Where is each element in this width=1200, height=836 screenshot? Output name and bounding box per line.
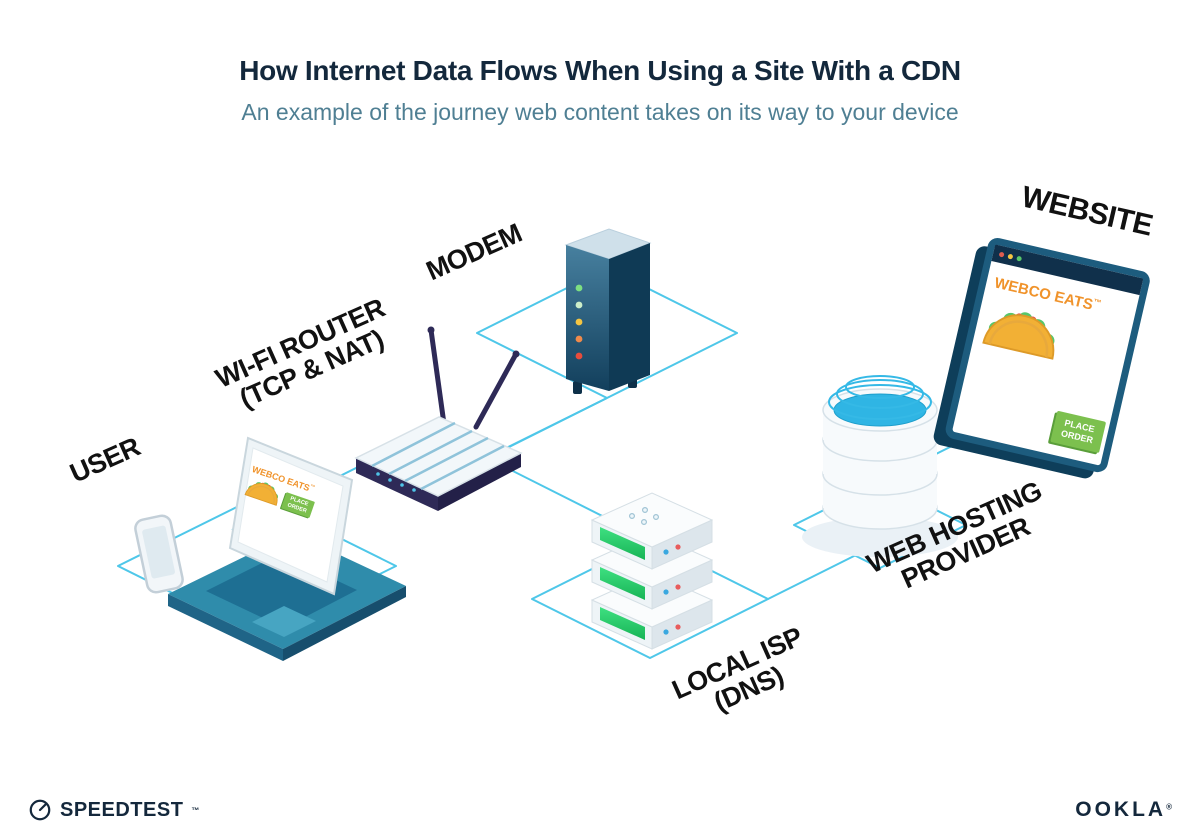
database-illustration (802, 375, 958, 557)
browser-dot-red-icon (998, 251, 1005, 258)
phone-illustration (134, 514, 184, 594)
router-antenna-left (428, 327, 447, 427)
browser-dot-yellow-icon (1007, 253, 1014, 260)
browser-dot-green-icon (1016, 255, 1023, 262)
ookla-trademark: ® (1166, 802, 1172, 812)
taco-icon (982, 303, 1063, 360)
router-illustration (354, 326, 523, 511)
place-order-button: PLACE ORDER (1050, 411, 1107, 454)
speedtest-wordmark: SPEEDTEST (60, 798, 184, 821)
page-subtitle: An example of the journey web content ta… (241, 99, 959, 125)
speedtest-trademark: ™ (191, 805, 200, 815)
modem-illustration (564, 228, 652, 394)
database-rings (828, 375, 932, 420)
ookla-logo: OOKLA® (1075, 798, 1172, 822)
speedtest-logo: SPEEDTEST ™ (28, 798, 199, 822)
router-antenna-right (473, 351, 519, 430)
speedtest-gauge-icon (29, 799, 51, 821)
website-page: WEBCO EATS™ PLACE ORDER (952, 261, 1139, 466)
footer: SPEEDTEST ™ OOKLA® (0, 798, 1200, 822)
modem-led-lights (575, 284, 583, 360)
ookla-wordmark: OOKLA (1075, 798, 1167, 821)
server-top-dots (628, 507, 659, 525)
wire-modem-diamond (476, 267, 738, 399)
laptop-illustration (168, 436, 406, 661)
isp-server-illustration (590, 492, 714, 650)
page-title: How Internet Data Flows When Using a Sit… (239, 54, 961, 86)
